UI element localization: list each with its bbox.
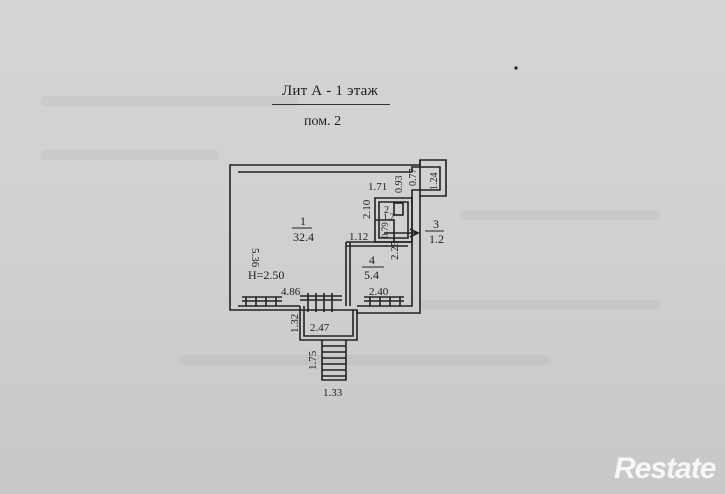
room-area: 32.4 [293,230,314,244]
stairs [321,340,347,381]
restate-watermark: Restate [614,452,716,485]
room-number: 3 [433,217,439,231]
floor-title: Лит А - 1 этаж [282,83,379,99]
room-number: 4 [369,253,375,267]
entrance-door [300,293,342,312]
room-number: 2 [384,205,389,216]
inner-wall [238,166,441,307]
dimension: 0.79 [380,222,390,238]
dimension: 4.86 [281,286,301,298]
title-underline [272,104,390,105]
window-left [242,296,282,306]
dimension: 1.75 [307,350,319,370]
fixture-icon [393,202,404,216]
dimension: 1.32 [289,314,301,333]
ceiling-height: H=2.50 [248,268,284,282]
room-area: 1.2 [383,212,394,222]
bathroom-partition [375,219,395,242]
dimension: 2.10 [361,199,373,219]
premises-subtitle: пом. 2 [304,114,342,129]
bathroom-walls [374,197,413,243]
dimension: 0.77 [408,169,419,187]
dimension: 2.40 [369,286,389,298]
room-area: 5.4 [364,268,379,282]
dimension: 1.33 [323,387,343,399]
arrow-icon [384,228,420,238]
dimension: 2.25 [389,240,401,260]
room-area: 1.2 [429,232,444,246]
dimension: 1.12 [349,231,368,243]
porch-outline [299,306,358,341]
room-number: 1 [300,214,306,228]
window-right [364,296,404,306]
ink-dot [514,66,518,70]
dimension: 0.93 [394,176,405,194]
dimension: 2.47 [310,322,330,334]
dimension: 1.71 [368,181,387,193]
dimension: 5.36 [249,248,261,268]
room4-walls [345,241,412,306]
porch-inner [303,306,354,337]
dimension: 1.24 [429,173,440,191]
